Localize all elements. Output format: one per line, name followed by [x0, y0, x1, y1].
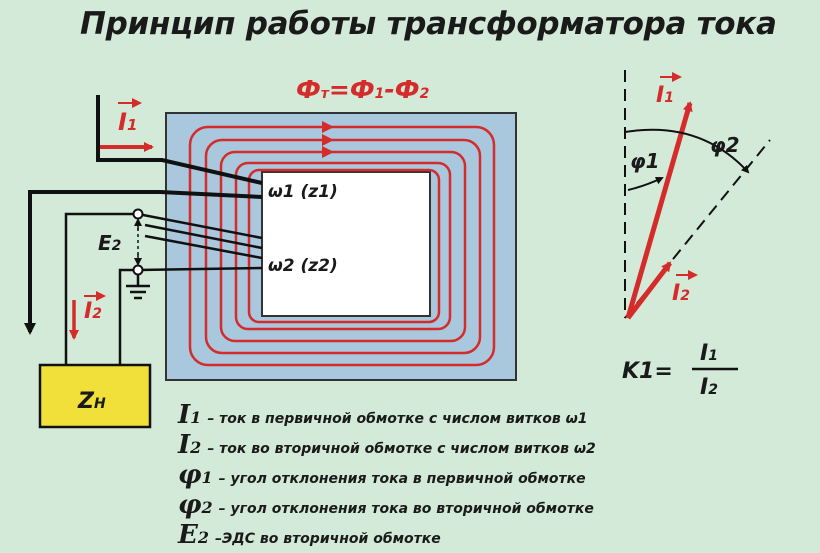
primary-winding-label: ω1 (z1)	[268, 182, 338, 202]
phi2-label: φ2	[710, 133, 740, 157]
ratio-denominator: I2	[700, 375, 718, 400]
vector-i1-label: I1	[656, 83, 674, 108]
flux-direction-arrows	[322, 121, 334, 158]
legend-item: E2 –ЭДС во вторичной обмотке	[178, 520, 441, 550]
page-title: Принцип работы трансформатора тока	[80, 6, 777, 42]
legend-item: I1 – ток в первичной обмотке с числом ви…	[178, 400, 588, 430]
current-i2-label: I2	[84, 299, 102, 324]
primary-winding	[28, 95, 263, 318]
phi1-label: φ1	[630, 149, 660, 173]
legend-item: φ2 – угол отклонения тока во вторичной о…	[178, 490, 594, 520]
current-i1-label: I1	[118, 108, 137, 136]
vector-i1-arrow	[625, 101, 693, 319]
secondary-winding-label: ω2 (z2)	[268, 256, 338, 276]
load-box	[38, 363, 152, 429]
ratio-numerator: I1	[700, 341, 718, 366]
legend-item: φ1 – угол отклонения тока в первичной об…	[178, 460, 586, 490]
vector-i2-label: I2	[672, 281, 690, 306]
load-label: ZН	[77, 389, 106, 414]
emf-label: E2	[98, 231, 121, 255]
vector-diagram	[624, 70, 771, 320]
legend: I1 – ток в первичной обмотке с числом ви…	[178, 400, 596, 550]
legend-item: I2 – ток во вторичной обмотке с числом в…	[178, 430, 596, 460]
ratio-formula: K1= I1 I2	[622, 341, 738, 400]
ratio-lhs: K1=	[622, 359, 673, 384]
flux-formula: Фт=Ф1-Ф2	[296, 75, 429, 104]
secondary-winding	[64, 212, 263, 365]
vector-i2-arrow	[626, 261, 672, 320]
